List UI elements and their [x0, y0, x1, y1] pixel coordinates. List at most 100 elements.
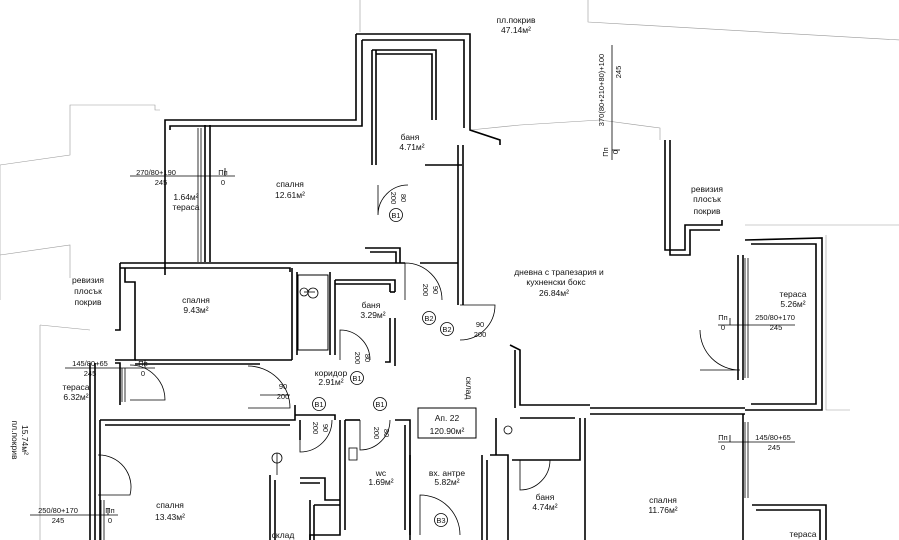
l1-pp0: 0 [141, 369, 145, 378]
storage1-name: склад [464, 377, 474, 400]
d1-w: 80 [399, 194, 408, 202]
terrace1-name: тераса [173, 202, 200, 212]
t1-pp: Пп [218, 168, 227, 177]
l1-dim: 145/80+65 [72, 359, 108, 368]
d2-tag: В2 [424, 314, 433, 323]
terrace2-area: 5.26м² [780, 299, 805, 309]
d5-tag: В1 [314, 400, 323, 409]
d2-w: 90 [431, 286, 440, 294]
wc-area: 1.69м² [368, 477, 393, 487]
r1-dim: 250/80+170 [755, 313, 795, 322]
living-name-1: дневна с трапезария и [514, 267, 604, 277]
bed2-area: 9.43м² [183, 305, 208, 315]
door-swings [97, 184, 741, 536]
revision-right-1: ревизия [691, 184, 723, 194]
d5-w: 90 [279, 382, 287, 391]
bed1-name: спалня [276, 179, 304, 189]
roof-top-area: 47.14м² [501, 25, 531, 35]
r2-pp: Пп [718, 433, 727, 442]
revision-right-3: покрив [693, 206, 721, 216]
terrace1-area: 1.64м² [173, 192, 198, 202]
corridor-area: 2.91м² [318, 377, 343, 387]
t1-dim: 270/80+190 [136, 168, 176, 177]
storage2-name: склад [272, 530, 295, 540]
apt-area: 120.90м² [430, 426, 465, 436]
entry-area: 5.82м² [434, 477, 459, 487]
r1-dim2: 245 [770, 323, 783, 332]
r1-pp0: 0 [721, 323, 725, 332]
bed1-area: 12.61м² [275, 190, 305, 200]
d7-w: 80 [382, 429, 391, 437]
d2-h: 200 [421, 284, 430, 297]
t1-dim2: 245 [155, 178, 168, 187]
corridor-name: коридор [315, 368, 348, 378]
door-tag-1 [389, 208, 403, 222]
terrace3-name: тераса [63, 382, 90, 392]
d1-tag: В1 [391, 211, 400, 220]
bath1-name: баня [401, 132, 420, 142]
terrace4-name: тераса [790, 529, 817, 539]
d5-h: 200 [277, 392, 290, 401]
r2-dim: 145/80+65 [755, 433, 791, 442]
top-pp: Пп [601, 147, 610, 156]
d6-w: 90 [321, 424, 330, 432]
door-tag-7 [434, 513, 448, 527]
entry-name: вх. антре [429, 468, 466, 478]
bath2-name: баня [362, 300, 381, 310]
top-vertical-dim-2: 245 [614, 66, 623, 79]
wc-name: wc [375, 468, 387, 478]
bed3-area: 13.43м² [155, 512, 185, 522]
door-tag-6 [373, 397, 387, 411]
bed4-name: спалня [649, 495, 677, 505]
top-pp-0: 0 [611, 150, 620, 154]
door-tag-3 [440, 322, 454, 336]
d4-h: 200 [353, 352, 362, 365]
bath3-name: баня [536, 492, 555, 502]
l1-pp: Пп [138, 359, 147, 368]
l2-pp: Пп [105, 506, 114, 515]
bed2-name: спалня [182, 295, 210, 305]
door-tag-5 [312, 397, 326, 411]
revision-right-2: плосък [693, 194, 721, 204]
door-tag-4 [350, 371, 364, 385]
roof-left-area: 15.74м² [20, 425, 30, 455]
revision-left-3: покрив [74, 297, 102, 307]
t1-pp0: 0 [221, 178, 225, 187]
fixtures [271, 274, 513, 475]
l2-dim: 250/80+170 [38, 506, 78, 515]
top-vertical-dim: 370(80+210+80)+100 [597, 54, 606, 126]
apt-name: Ап. 22 [435, 413, 460, 423]
d7-h: 200 [372, 427, 381, 440]
revision-left-2: плосък [74, 286, 102, 296]
d3-tag: В2 [442, 325, 451, 334]
l2-pp0: 0 [108, 516, 112, 525]
r2-pp0: 0 [721, 443, 725, 452]
living-name-2: кухненски бокс [526, 277, 586, 287]
d8-tag: В3 [436, 516, 445, 525]
revision-left-1: ревизия [72, 275, 104, 285]
dimension-lines [30, 45, 795, 516]
roof-top-name: пл.покрив [497, 15, 536, 25]
r1-pp: Пп [718, 313, 727, 322]
bed4-area: 11.76м² [648, 505, 677, 515]
d3-w: 90 [476, 320, 484, 329]
bath1-area: 4.71м² [399, 142, 424, 152]
roof-left-name: пл.покрив [10, 421, 20, 460]
d1-h: 200 [389, 192, 398, 205]
r2-dim2: 245 [768, 443, 781, 452]
walls [89, 33, 827, 540]
d3-h: 200 [474, 330, 487, 339]
d4-tag: В1 [352, 374, 361, 383]
terrace3-area: 6.32м² [63, 392, 88, 402]
d6-h: 200 [311, 422, 320, 435]
bath3-area: 4.74м² [532, 502, 557, 512]
living-area: 26.84м² [539, 288, 569, 298]
d4-w: 80 [363, 354, 372, 362]
l2-dim2: 245 [52, 516, 65, 525]
d6-tag: В1 [375, 400, 384, 409]
door-tag-2 [422, 311, 436, 325]
door-tags [312, 208, 454, 527]
terrace2-name: тераса [780, 289, 807, 299]
